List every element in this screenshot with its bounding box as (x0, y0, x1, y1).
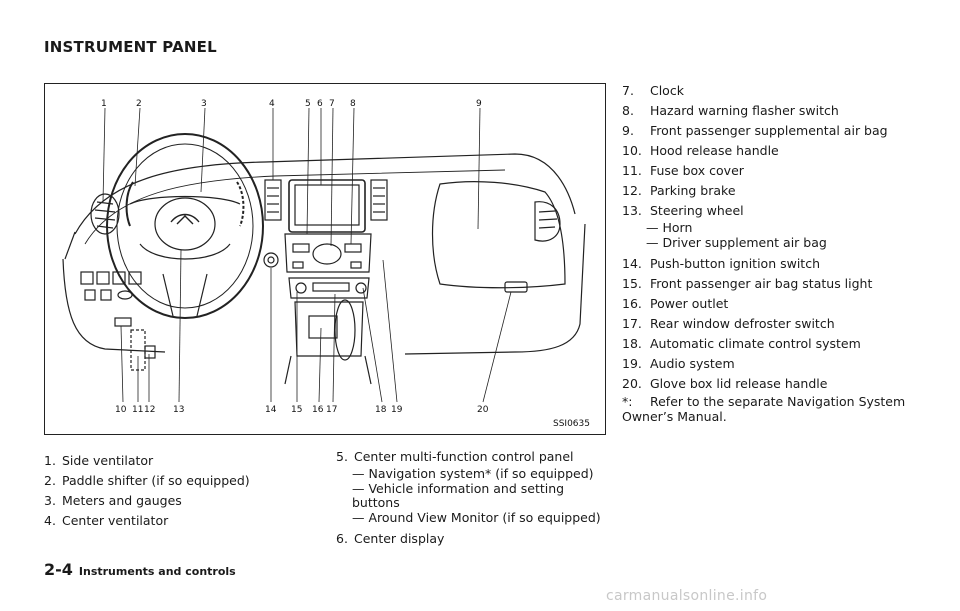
legend-column-1: 1. Side ventilator 2. Paddle shifter (if… (44, 451, 250, 531)
footnote: *: Refer to the separate Navigation Syst… (622, 394, 906, 424)
list-item: 18. Automatic climate control system (622, 336, 861, 351)
list-item: 12. Parking brake (622, 183, 736, 198)
list-item: 11. Fuse box cover (622, 163, 744, 178)
list-item: 13. Steering wheel — Horn — Driver suppl… (622, 201, 922, 250)
callout-17: 17 (326, 405, 337, 415)
instrument-panel-figure: 1 2 3 4 5 6 7 8 9 10 11 12 13 14 15 16 1… (44, 83, 606, 435)
callout-1: 1 (101, 99, 107, 109)
callout-14: 14 (265, 405, 277, 415)
list-item: 20. Glove box lid release handle (622, 376, 828, 391)
watermark: carmanualsonline.info (606, 588, 768, 604)
instrument-panel-illustration (62, 107, 586, 403)
list-item: 9. Front passenger supplemental air bag (622, 123, 888, 138)
callout-3: 3 (201, 99, 207, 109)
list-item: 10. Hood release handle (622, 143, 779, 158)
callout-19: 19 (391, 405, 403, 415)
list-item: 6. Center display (336, 531, 445, 546)
list-item: 8. Hazard warning flasher switch (622, 103, 839, 118)
legend-column-3: 7. Clock 8. Hazard warning flasher switc… (622, 81, 922, 424)
callout-8: 8 (350, 99, 356, 109)
page-footer: 2-4 Instruments and controls (44, 560, 236, 579)
callout-18: 18 (375, 405, 387, 415)
callout-4: 4 (269, 99, 275, 109)
callout-2: 2 (136, 99, 142, 109)
callout-10: 10 (115, 405, 127, 415)
list-item: 5. Center multi-function control panel —… (336, 449, 601, 525)
legend-column-2: 5. Center multi-function control panel —… (336, 447, 601, 549)
list-item: 16. Power outlet (622, 296, 729, 311)
callout-20: 20 (477, 405, 489, 415)
list-item: 2. Paddle shifter (if so equipped) (44, 473, 250, 488)
page-number: 2-4 (44, 560, 73, 579)
sub-item: — Around View Monitor (if so equipped) (352, 509, 601, 525)
callout-13: 13 (173, 405, 184, 415)
list-item: 15. Front passenger air bag status light (622, 276, 873, 291)
sub-item: — Vehicle information and setting button… (352, 480, 565, 510)
list-item: 19. Audio system (622, 356, 735, 371)
callout-7: 7 (329, 99, 335, 109)
callout-12: 12 (144, 405, 155, 415)
callout-numbers: 1 2 3 4 5 6 7 8 9 10 11 12 13 14 15 16 1… (101, 99, 590, 429)
section-name: Instruments and controls (78, 565, 236, 578)
list-item: 14. Push-button ignition switch (622, 256, 820, 271)
sub-item: — Navigation system* (if so equipped) (352, 466, 594, 481)
list-item: 17. Rear window defroster switch (622, 316, 835, 331)
page-title: INSTRUMENT PANEL (44, 38, 217, 56)
list-item: 3. Meters and gauges (44, 493, 182, 508)
callout-9: 9 (476, 99, 482, 109)
list-item: 4. Center ventilator (44, 513, 169, 528)
callout-6: 6 (317, 99, 323, 109)
list-item: 1. Side ventilator (44, 453, 154, 468)
callout-15: 15 (291, 405, 302, 415)
sub-item: — Horn (646, 220, 693, 235)
list-item: 7. Clock (622, 83, 684, 98)
figure-code: SSI0635 (553, 419, 590, 429)
sub-item: — Driver supplement air bag (646, 234, 827, 250)
callout-5: 5 (305, 99, 311, 109)
callout-11: 11 (132, 405, 143, 415)
callout-16: 16 (312, 405, 324, 415)
